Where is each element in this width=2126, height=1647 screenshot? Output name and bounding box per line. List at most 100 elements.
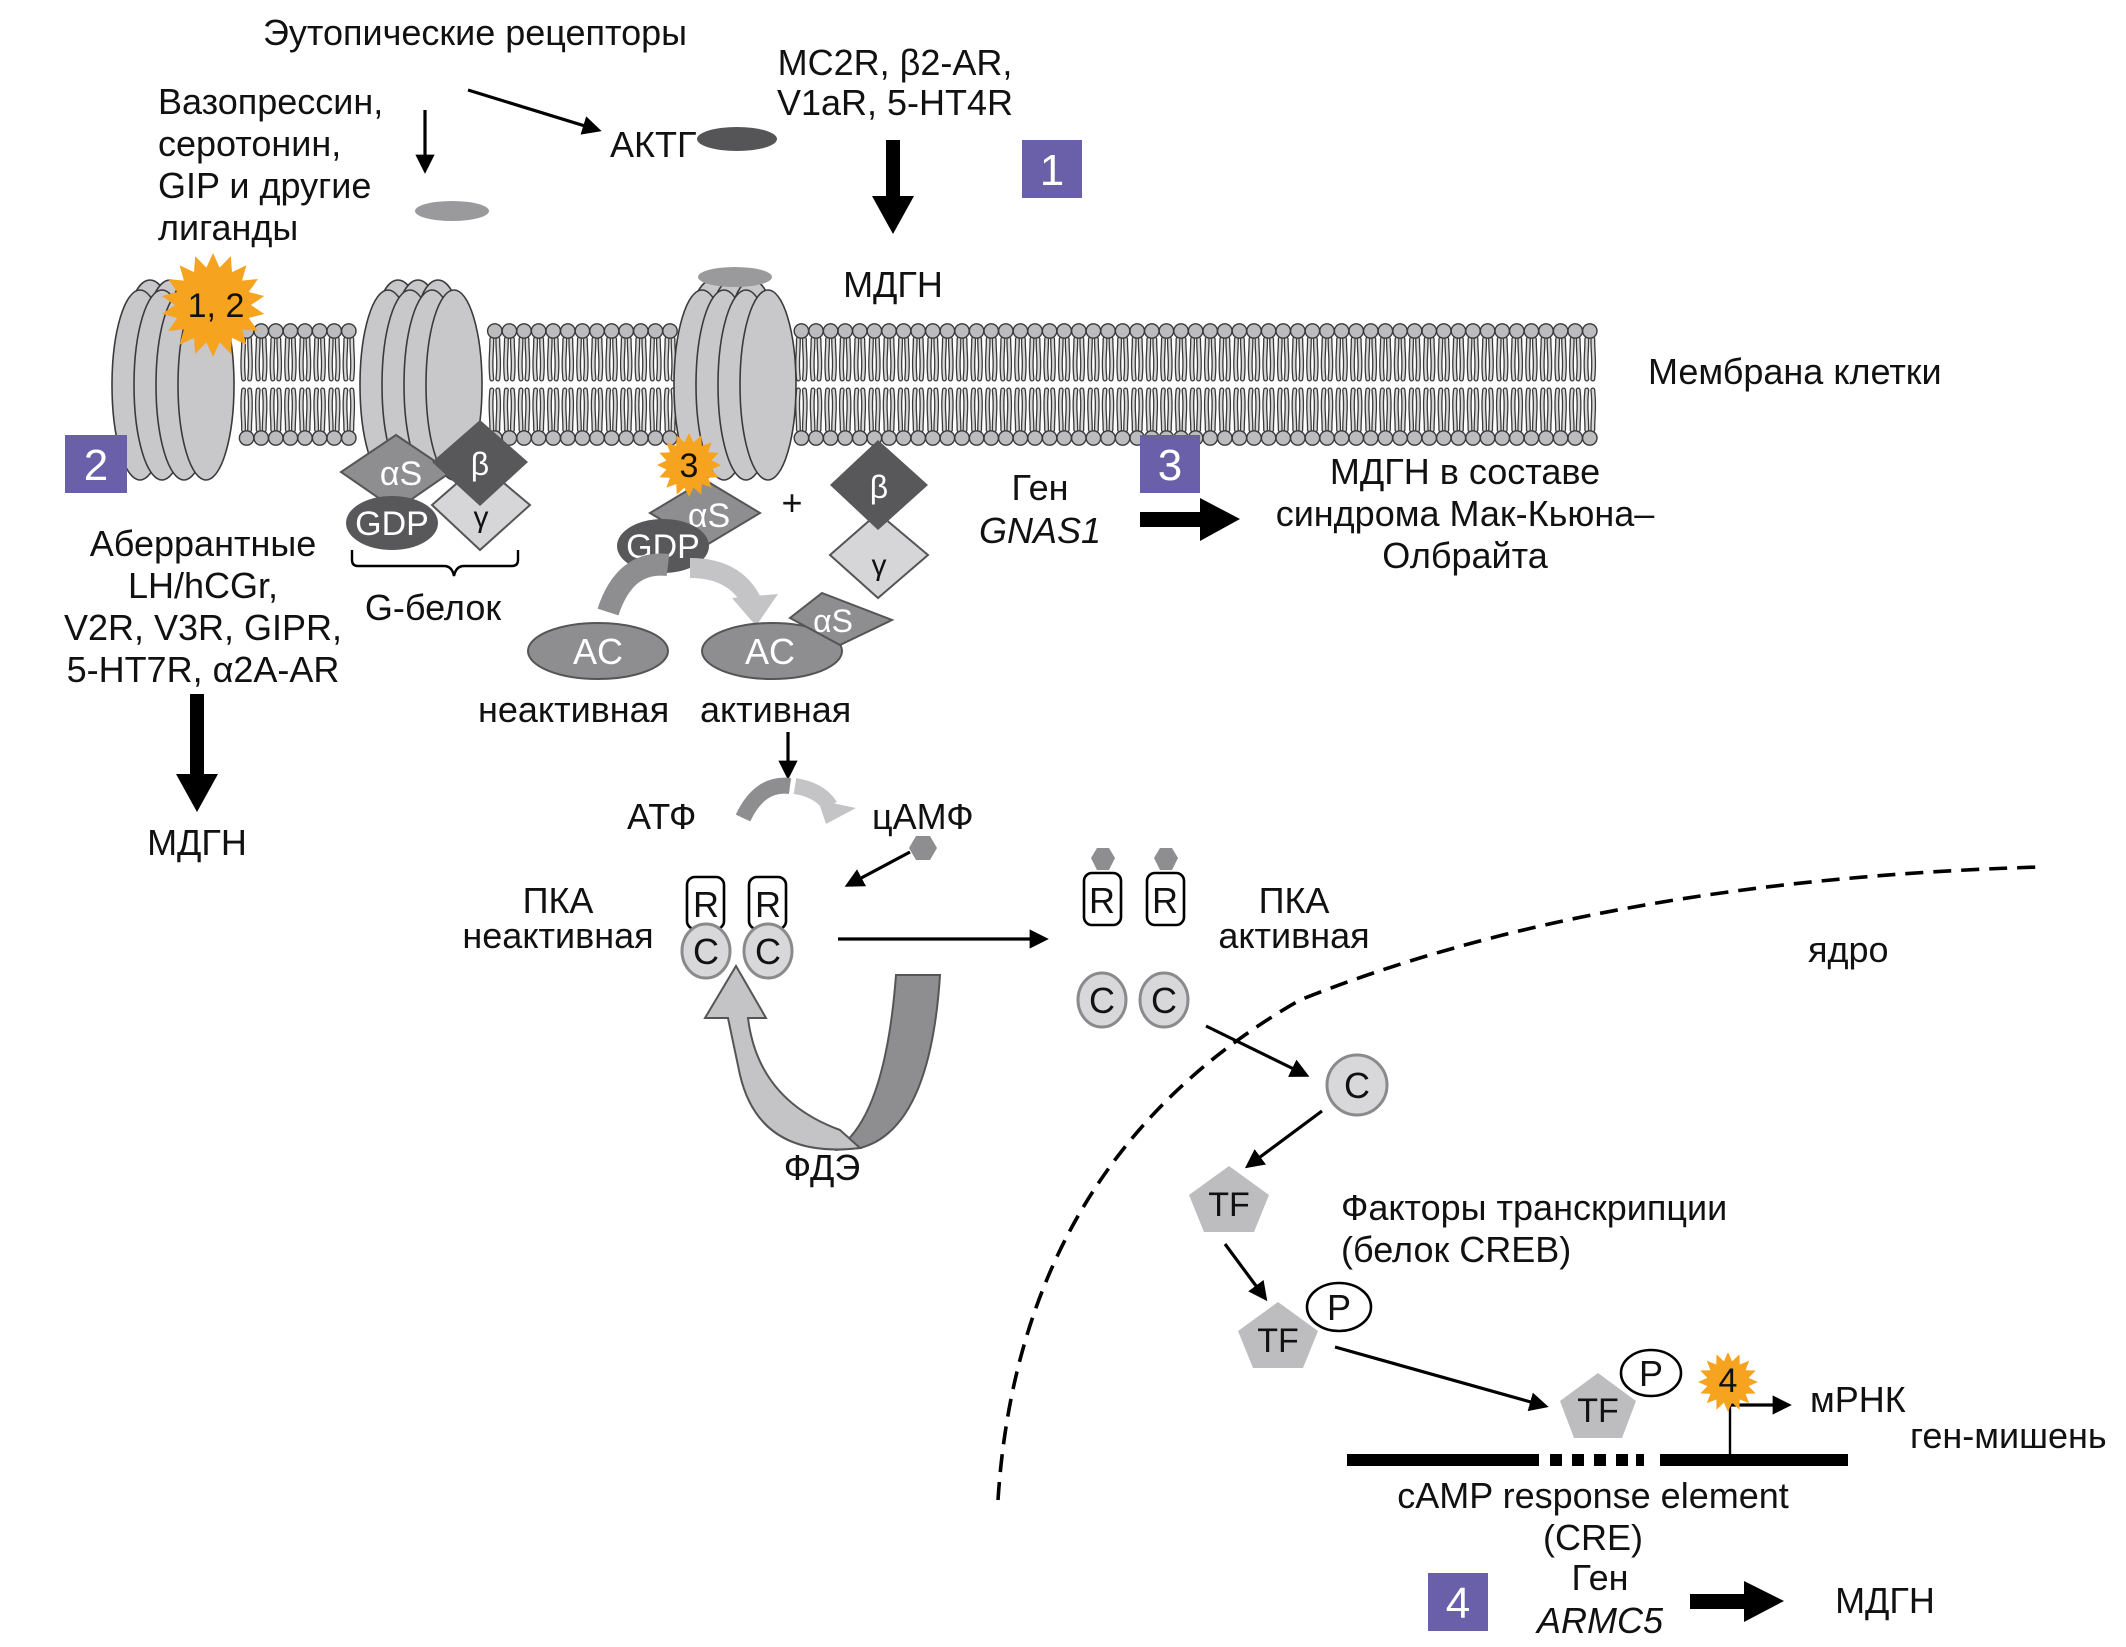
lipid	[603, 323, 620, 446]
phosphorylated-tf-2: TF P	[1560, 1348, 1683, 1438]
camp-molecule	[909, 836, 937, 860]
lipid	[1435, 323, 1452, 446]
svg-text:(белок CREB): (белок CREB)	[1341, 1229, 1571, 1270]
ligands-left-label: Вазопрессин, серотонин, GIP и другие лиг…	[158, 81, 383, 248]
svg-text:Ген: Ген	[1012, 467, 1069, 508]
pde-cycle-arrow	[703, 964, 942, 1151]
adenylate-cyclase-active: AC αS	[701, 591, 895, 680]
g-protein-complex: αS γ β GDP G-белок	[339, 420, 532, 628]
acth-arrow	[467, 88, 602, 135]
thick-right-arrow-4	[1690, 1581, 1784, 1622]
mutation-burst-3: 3	[657, 433, 721, 497]
lipid	[589, 323, 605, 446]
lipid	[1333, 323, 1350, 446]
target-gene-label: ген-мишень	[1910, 1415, 2107, 1456]
camp-label: цАМФ	[872, 796, 974, 837]
c-to-tf-arrow	[1244, 1109, 1323, 1169]
mrna-label: мРНК	[1810, 1379, 1906, 1420]
pka-inactive-label: ПКА неактивная	[462, 880, 653, 956]
pka-inactive-complex: R R C C	[680, 875, 794, 980]
result-4-label: МДГН	[1835, 1580, 1935, 1621]
lipid	[311, 323, 328, 446]
lipid	[1392, 323, 1408, 446]
tf-phosphorylation-arrow	[1223, 1243, 1268, 1302]
lipid	[559, 323, 576, 446]
mutation-burst-1-2: 1, 2	[161, 253, 265, 357]
lipid	[924, 323, 941, 446]
nucleus-membrane	[996, 865, 2041, 1501]
lipid	[1085, 323, 1102, 446]
svg-text:неактивная: неактивная	[462, 915, 653, 956]
svg-text:(CRE): (CRE)	[1543, 1517, 1643, 1558]
svg-text:P: P	[1639, 1353, 1663, 1394]
lipid	[793, 323, 810, 446]
thick-down-arrow-2	[176, 694, 218, 812]
svg-text:AC: AC	[573, 631, 623, 672]
mutation-burst-4: 4	[1698, 1352, 1758, 1412]
gene-armc5-label: Ген ARMC5	[1535, 1557, 1664, 1641]
g-protein-label: G-белок	[365, 587, 501, 628]
svg-text:TF: TF	[1257, 1322, 1299, 1360]
lipid	[895, 323, 912, 446]
acth-ligand	[697, 127, 777, 151]
svg-text:β: β	[870, 469, 888, 505]
cell-membrane	[238, 323, 1598, 446]
adenylate-cyclase-inactive: AC	[527, 622, 669, 680]
svg-text:R: R	[1152, 880, 1178, 921]
eutopic-receptors-title: Эутопические рецепторы	[263, 12, 687, 53]
thick-down-arrow-1	[872, 140, 914, 234]
phosphorylated-tf-1: TF P	[1238, 1281, 1373, 1368]
lipid	[1567, 323, 1584, 446]
lipid	[1465, 323, 1481, 446]
svg-text:3: 3	[680, 447, 699, 485]
membrane-label: Мембрана клетки	[1648, 351, 1942, 392]
lipid	[282, 323, 299, 446]
result-1-label: МДГН	[843, 264, 943, 305]
svg-text:4: 4	[1446, 1579, 1470, 1628]
lipid	[1260, 323, 1277, 446]
section-box-2: 2	[65, 435, 127, 493]
svg-text:синдрома Мак-Кьюна–: синдрома Мак-Кьюна–	[1276, 493, 1655, 534]
svg-text:2: 2	[84, 441, 108, 490]
lipid	[1289, 323, 1306, 446]
svg-text:cAMP response element: cAMP response element	[1397, 1475, 1789, 1516]
bound-ligand	[698, 267, 772, 287]
lipid	[1377, 323, 1394, 446]
svg-text:GNAS1: GNAS1	[979, 510, 1101, 551]
svg-text:Олбрайта: Олбрайта	[1382, 535, 1548, 576]
lipid	[1202, 323, 1219, 446]
svg-text:Аберрантные: Аберрантные	[90, 523, 316, 564]
lipid	[632, 323, 649, 446]
receptor-g-protein-coupled	[359, 279, 483, 481]
pka-active-complex: R R C C	[1076, 848, 1190, 1029]
svg-text:Факторы транскрипции: Факторы транскрипции	[1341, 1187, 1727, 1228]
lipid	[530, 323, 547, 446]
lipid	[983, 323, 1000, 446]
lipid	[326, 323, 343, 446]
svg-text:C: C	[693, 931, 719, 972]
svg-text:ARMC5: ARMC5	[1535, 1600, 1664, 1641]
pde-label: ФДЭ	[784, 1147, 860, 1188]
lipid	[851, 323, 868, 446]
lipid	[1581, 323, 1598, 446]
svg-text:1, 2: 1, 2	[188, 287, 245, 325]
svg-text:MC2R, β2-AR,: MC2R, β2-AR,	[778, 42, 1013, 83]
ac-curve-dark	[597, 553, 670, 616]
svg-text:C: C	[755, 931, 781, 972]
lipid	[1070, 323, 1087, 446]
lipid	[1100, 323, 1116, 446]
svg-text:C: C	[1344, 1065, 1370, 1106]
svg-text:β: β	[471, 446, 489, 482]
lipid	[881, 323, 897, 446]
result-2-label: МДГН	[147, 822, 247, 863]
ac-inactive-label: неактивная	[478, 689, 669, 730]
svg-text:αS: αS	[813, 603, 853, 639]
target-gene-dna	[1347, 1395, 1848, 1466]
svg-text:серотонин,: серотонин,	[158, 123, 341, 164]
svg-text:1: 1	[1040, 146, 1064, 195]
svg-text:лиганды: лиганды	[158, 207, 298, 248]
plus-sign: +	[781, 482, 802, 523]
gdp-1	[346, 496, 438, 550]
lipid	[1348, 323, 1365, 446]
lipid	[1114, 323, 1131, 446]
